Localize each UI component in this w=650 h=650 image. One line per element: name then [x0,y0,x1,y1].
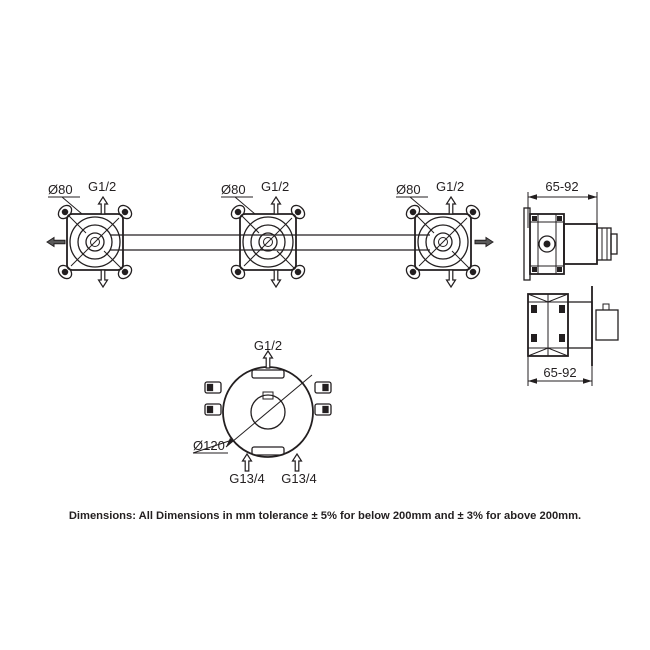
side-view-bottom-dimension-label: 65-92 [543,365,576,380]
right-valve-down-arrow [445,269,457,288]
side-view-top-dimension: 65-92 [527,179,598,228]
round-valve-thread-bottom-left-label: G13/4 [229,471,264,486]
side-view-top-body [523,207,618,281]
right-valve-right-arrow [474,237,494,247]
round-valve-bottom-right-arrow [291,453,303,472]
side-view-top-dimension-label: 65-92 [545,179,578,194]
round-valve-brackets [204,369,332,456]
round-valve-inner-circle [250,394,286,430]
center-valve-up-arrow [270,196,282,215]
connecting-pipe [110,234,430,251]
round-valve-diameter-label: Ø120 [193,438,225,453]
round-valve-thread-top-label: G1/2 [254,338,282,353]
right-valve-dia-leader [409,196,431,215]
round-valve-bottom-left-arrow [241,453,253,472]
right-valve-up-arrow [445,196,457,215]
center-valve-down-arrow [270,269,282,288]
center-valve-thread-label: G1/2 [261,179,289,194]
side-view-bottom[interactable]: 65-92 [527,286,619,386]
center-valve-diameter-label: Ø80 [221,182,246,197]
center-valve-dia-leader [234,196,256,215]
left-valve-left-arrow [46,237,66,247]
side-view-top[interactable]: 65-92 [523,179,618,281]
side-view-bottom-dimension: 65-92 [527,352,593,386]
side-view-bottom-body [527,286,619,366]
left-valve[interactable]: Ø80 G1/2 [46,179,136,288]
round-valve-dia-leader [192,439,233,454]
round-valve-key [262,391,274,400]
round-valve-view[interactable]: G1/2 G13/4 G13/4 Ø120 [192,338,332,486]
right-valve-thread-label: G1/2 [436,179,464,194]
left-valve-down-arrow [97,269,109,288]
left-valve-dia-leader [61,196,83,215]
center-valve[interactable]: Ø80 G1/2 [221,179,309,288]
left-valve-up-arrow [97,196,109,215]
round-valve-top-arrow [262,350,274,369]
left-valve-thread-label: G1/2 [88,179,116,194]
right-valve-diameter-label: Ø80 [396,182,421,197]
dimensions-note: Dimensions: All Dimensions in mm toleran… [69,510,581,522]
round-valve-thread-bottom-right-label: G13/4 [281,471,316,486]
round-valve-section-line [225,374,313,448]
left-valve-diameter-label: Ø80 [48,182,73,197]
top-view-group: Ø80 G1/2 Ø80 G1/2 Ø80 G1/2 [46,179,494,288]
right-valve[interactable]: Ø80 G1/2 [396,179,494,288]
